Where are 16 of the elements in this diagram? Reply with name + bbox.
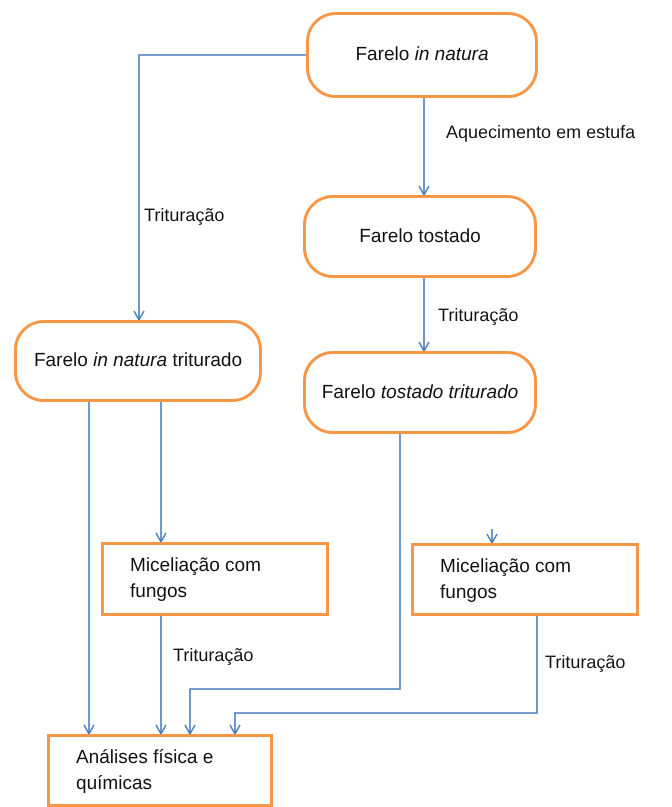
rounded-process-box: Farelo tostado triturado xyxy=(303,351,537,434)
arrow xyxy=(418,98,430,196)
process-box: Miceliação com fungos xyxy=(101,542,329,616)
rounded-process-box: Farelo in natura xyxy=(306,12,538,98)
arrow xyxy=(184,434,401,735)
rounded-process-box: Farelo tostado xyxy=(303,195,537,278)
arrow xyxy=(418,278,430,352)
arrow xyxy=(133,54,306,321)
arrow xyxy=(83,402,95,735)
arrow xyxy=(486,529,498,544)
rounded-process-box: Farelo in natura triturado xyxy=(14,320,262,402)
process-box: Miceliação com fungos xyxy=(411,543,639,616)
arrow xyxy=(229,616,538,735)
arrow xyxy=(155,616,167,735)
process-box: Análises física e químicas xyxy=(47,734,273,807)
arrow xyxy=(155,402,167,543)
